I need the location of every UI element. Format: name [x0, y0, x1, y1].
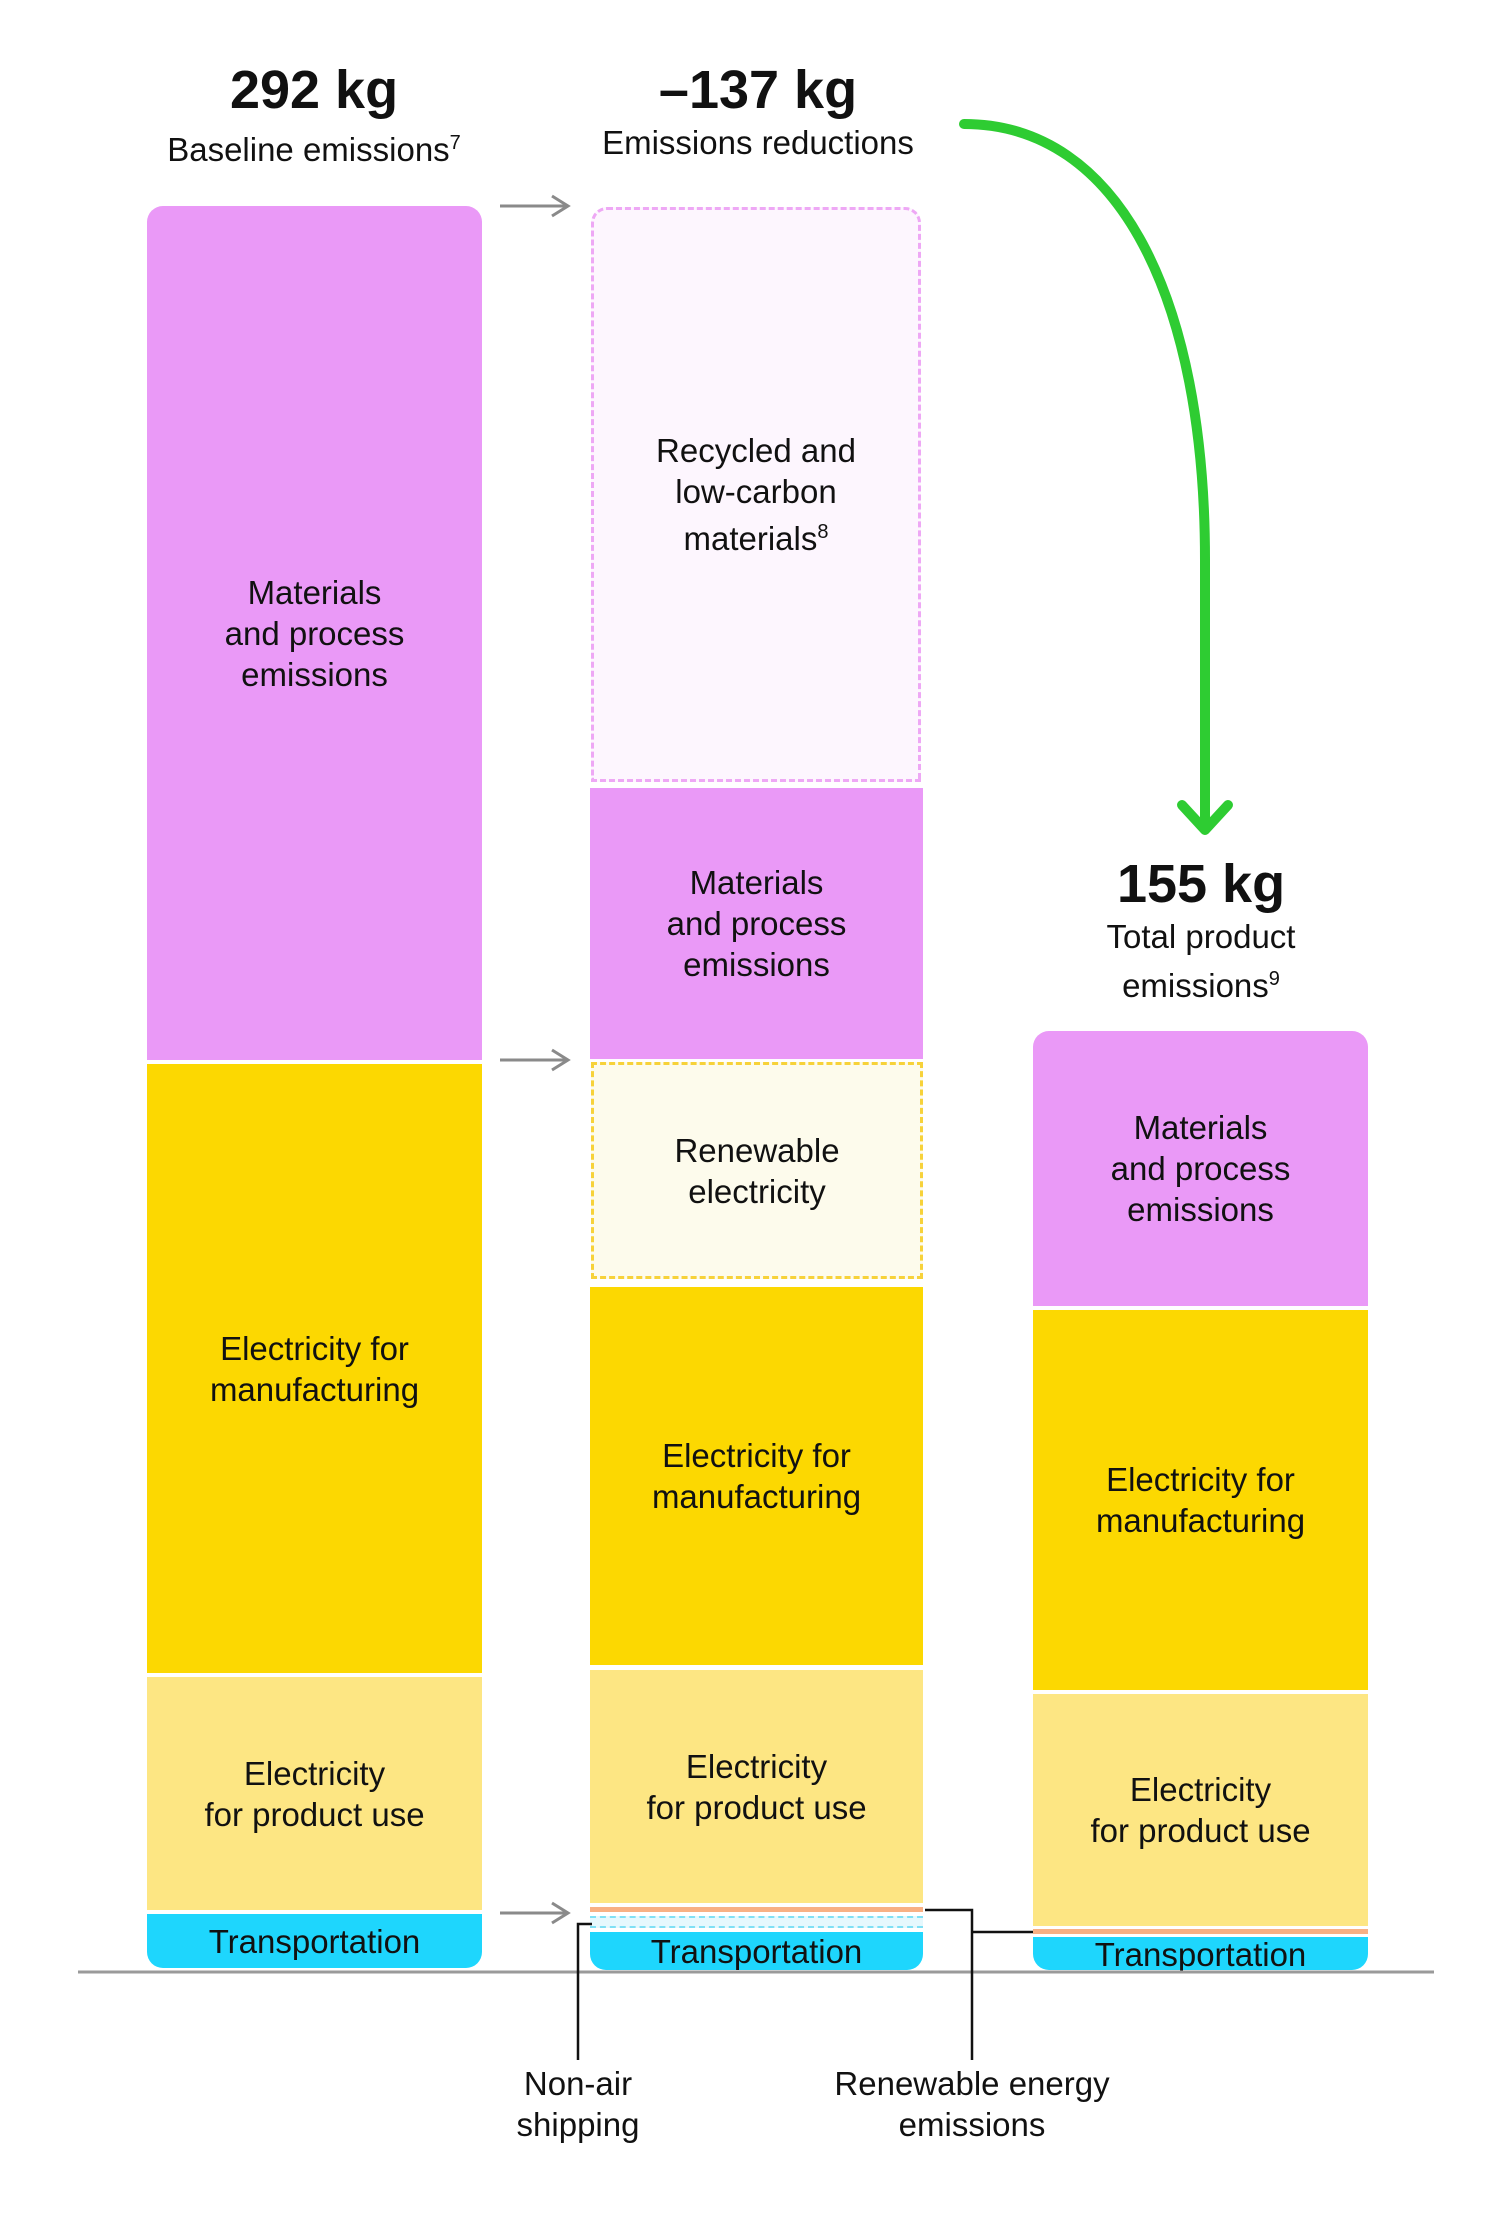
- reductions-recycled-materials-segment: Recycled and low-carbon materials8: [591, 207, 921, 782]
- reductions-product-use-segment: Electricity for product use: [590, 1670, 923, 1903]
- reductions-transportation-segment: Transportation: [590, 1932, 923, 1970]
- total-header: 155 kg Total product emissions9: [991, 852, 1411, 1007]
- baseline-transportation-segment: Transportation: [147, 1914, 482, 1968]
- reductions-renewable-energy-emissions-segment: [590, 1907, 923, 1912]
- gray-arrows: [500, 194, 571, 1925]
- total-product-use-segment: Electricity for product use: [1033, 1694, 1368, 1926]
- renewable-energy-emissions-callout: Renewable energy emissions: [834, 2065, 1110, 2143]
- non-air-shipping-callout: Non-air shipping: [516, 2065, 640, 2143]
- total-label: Total product emissions9: [1106, 918, 1296, 1004]
- gray-arrow-transportation: [500, 1901, 571, 1925]
- reductions-manufacturing-segment: Electricity for manufacturing: [590, 1287, 923, 1665]
- callout-leader-lines: [576, 1908, 1033, 2060]
- baseline-materials-segment: Materials and process emissions: [147, 206, 482, 1060]
- total-transportation-segment: Transportation: [1033, 1937, 1368, 1971]
- total-materials-segment: Materials and process emissions: [1033, 1031, 1368, 1306]
- non-air-shipping-leader: [576, 1922, 592, 2060]
- reductions-materials-segment: Materials and process emissions: [590, 788, 923, 1059]
- baseline-label: Baseline emissions7: [167, 131, 461, 168]
- reductions-label: Emissions reductions: [602, 124, 914, 161]
- gray-arrow-materials: [500, 194, 571, 218]
- baseline-product-use-segment: Electricity for product use: [147, 1677, 482, 1910]
- baseline-header: 292 kg Baseline emissions7: [104, 58, 524, 171]
- gray-arrow-electricity: [500, 1048, 571, 1072]
- total-amount: 155 kg: [1116, 854, 1286, 914]
- reductions-non-air-shipping-segment: [590, 1916, 923, 1928]
- green-curved-arrow: [959, 119, 1233, 835]
- reductions-amount: –137 kg: [658, 60, 858, 120]
- total-renewable-energy-emissions-segment: [1033, 1929, 1368, 1934]
- baseline-manufacturing-segment: Electricity for manufacturing: [147, 1064, 482, 1673]
- total-manufacturing-segment: Electricity for manufacturing: [1033, 1310, 1368, 1690]
- reductions-renewable-electricity-segment: Renewable electricity: [591, 1062, 923, 1279]
- baseline-amount: 292 kg: [229, 60, 399, 120]
- reductions-header: –137 kg Emissions reductions: [548, 58, 968, 164]
- renewable-energy-leader: [925, 1908, 974, 2060]
